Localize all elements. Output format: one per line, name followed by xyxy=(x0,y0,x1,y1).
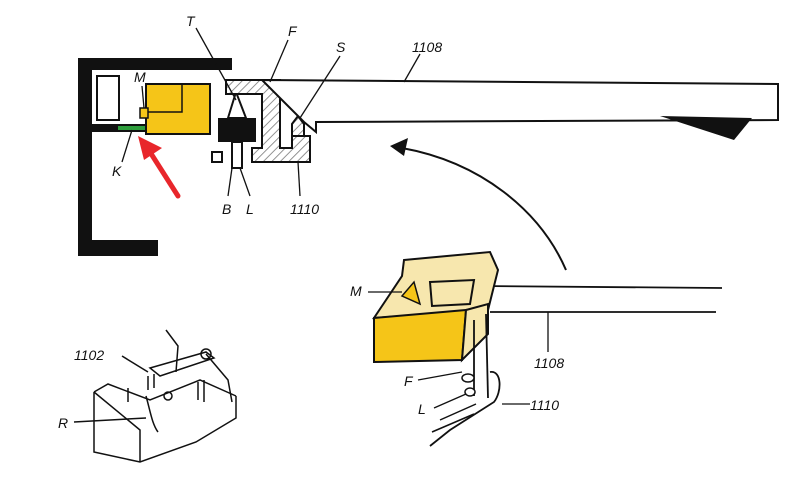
leader-k xyxy=(121,129,133,163)
label-b: B xyxy=(222,201,231,217)
hatched-profile xyxy=(225,79,311,163)
label-s: S xyxy=(336,39,346,55)
cross-section-view xyxy=(78,27,779,256)
b-marker xyxy=(211,151,223,163)
label-1110-top: 1110 xyxy=(290,201,319,217)
housing-window xyxy=(96,75,120,121)
leader-l xyxy=(239,167,251,197)
tonearm-shadow xyxy=(660,116,752,140)
base-curve xyxy=(431,403,477,433)
label-1108-right: 1108 xyxy=(534,355,564,371)
leader-1110 xyxy=(297,161,301,197)
bracket-1110 xyxy=(429,371,501,447)
block-recess xyxy=(428,278,476,308)
perspective-view xyxy=(368,250,723,447)
label-l-top: L xyxy=(246,201,254,217)
rod-b xyxy=(485,313,489,399)
red-arrow-head xyxy=(138,136,162,160)
label-1102: 1102 xyxy=(74,347,104,363)
view-arrow-head xyxy=(390,138,408,156)
green-strip xyxy=(118,126,146,130)
label-m-top: M xyxy=(134,69,146,85)
sketch-box-top xyxy=(93,379,237,401)
label-1110-right: 1110 xyxy=(530,397,559,413)
cartridge-block xyxy=(145,83,211,135)
sketch-posts xyxy=(127,374,205,402)
label-1108-top: 1108 xyxy=(412,39,442,55)
view-arrow xyxy=(401,147,567,271)
label-k: K xyxy=(112,163,122,179)
label-f-top: F xyxy=(288,23,298,39)
yellow-wedge xyxy=(400,280,422,306)
tonearm-1108 xyxy=(259,78,779,135)
label-m-right: M xyxy=(350,283,362,299)
leader-1108 xyxy=(403,53,421,83)
block-side xyxy=(460,302,489,363)
sketch-front xyxy=(93,391,141,462)
leader-s xyxy=(299,55,341,119)
label-f-right: F xyxy=(404,373,414,389)
stylus-triangle xyxy=(226,88,248,119)
screw-m xyxy=(139,107,149,119)
leader-t xyxy=(195,27,237,101)
leader-f xyxy=(269,39,289,83)
leader-l-right xyxy=(433,393,467,409)
leader-b xyxy=(227,167,233,197)
bottom-left-sketch xyxy=(73,329,237,463)
sketch-base xyxy=(93,392,237,463)
pin-l xyxy=(231,141,243,169)
sketch-arm xyxy=(205,353,233,403)
clip-f xyxy=(461,373,475,383)
leader-1102 xyxy=(121,355,149,373)
clip-l xyxy=(464,387,476,397)
leader-r xyxy=(73,417,147,423)
stylus-block xyxy=(218,118,256,142)
arm-rail-top xyxy=(479,285,723,289)
leader-m xyxy=(141,85,145,109)
sketch-ring xyxy=(163,391,173,401)
block-front xyxy=(373,308,468,364)
sketch-bar xyxy=(148,351,216,377)
label-t: T xyxy=(186,13,196,29)
cartridge-step xyxy=(146,84,183,113)
sketch-pivot xyxy=(200,348,212,360)
leader-f-right xyxy=(417,371,463,381)
label-r: R xyxy=(58,415,68,431)
red-arrow xyxy=(147,149,181,199)
sketch-spring-r xyxy=(145,395,159,433)
label-l-right: L xyxy=(418,401,426,417)
sketch-rod xyxy=(165,329,179,373)
